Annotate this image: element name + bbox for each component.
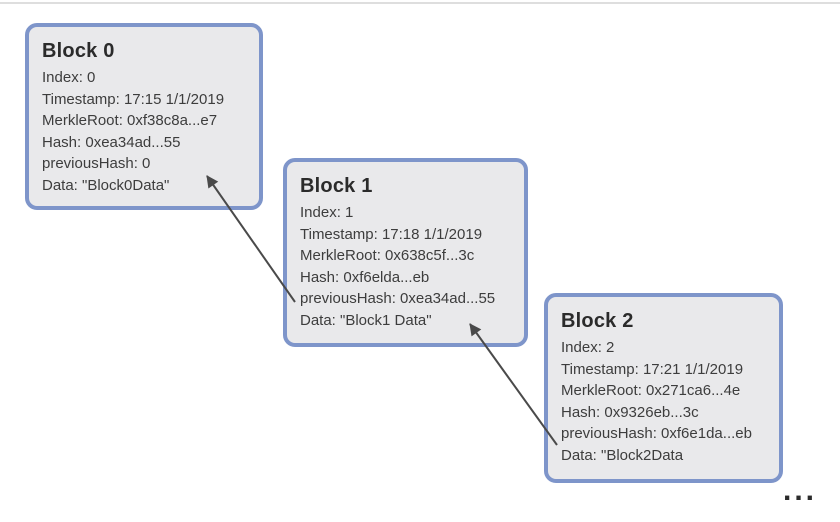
block-0-hash: Hash: 0xea34ad...55 xyxy=(42,133,181,151)
more-blocks-ellipsis: ... xyxy=(783,474,818,507)
block-1-card: Block 1 Index: 1 Timestamp: 17:18 1/1/20… xyxy=(283,158,528,347)
block-1-title: Block 1 xyxy=(300,175,373,197)
block-2-hash: Hash: 0x9326eb...3c xyxy=(561,403,699,421)
block-2-merkleroot: MerkleRoot: 0x271ca6...4e xyxy=(561,382,741,399)
block-0-data: Data: "Block0Data" xyxy=(42,176,170,194)
block-2-card: Block 2 Index: 2 Timestamp: 17:21 1/1/20… xyxy=(544,293,783,483)
block-2-title: Block 2 xyxy=(561,310,634,332)
block-0-title: Block 0 xyxy=(42,40,115,62)
block-1-merkleroot: MerkleRoot: 0x638c5f...3c xyxy=(300,247,475,264)
block-0-previoushash: previousHash: 0 xyxy=(42,155,151,172)
block-0-timestamp: Timestamp: 17:15 1/1/2019 xyxy=(42,90,225,108)
block-1-data: Data: "Block1 Data" xyxy=(300,311,432,329)
block-2-data: Data: "Block2Data xyxy=(561,446,684,464)
block-0-merkleroot: MerkleRoot: 0xf38c8a...e7 xyxy=(42,112,218,129)
block-2-previoushash: previousHash: 0xf6e1da...eb xyxy=(561,425,752,442)
block-1-index: Index: 1 xyxy=(300,204,354,221)
block-2-timestamp: Timestamp: 17:21 1/1/2019 xyxy=(561,360,744,378)
block-1-previoushash: previousHash: 0xea34ad...55 xyxy=(300,290,496,307)
block-1-timestamp: Timestamp: 17:18 1/1/2019 xyxy=(300,225,483,243)
block-1-hash: Hash: 0xf6elda...eb xyxy=(300,268,430,286)
block-2-index: Index: 2 xyxy=(561,339,615,356)
top-divider-line xyxy=(0,2,840,4)
block-0-card: Block 0 Index: 0 Timestamp: 17:15 1/1/20… xyxy=(25,23,263,210)
block-0-index: Index: 0 xyxy=(42,69,96,86)
